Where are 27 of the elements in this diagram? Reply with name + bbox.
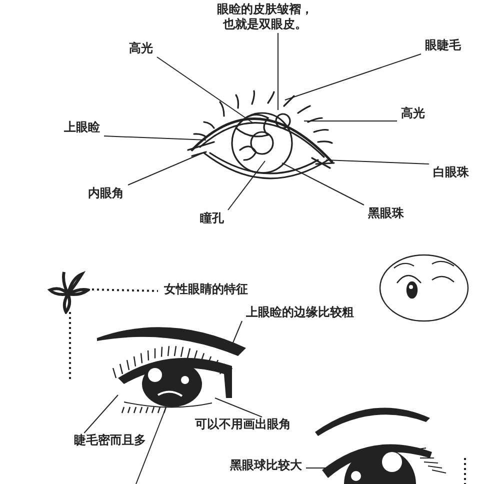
callout-label: 眼睑的皮肤皱褶，也就是双眼皮。 — [216, 2, 314, 32]
callout-label: 白眼珠 — [432, 165, 470, 180]
callout-label: 上眼睑的边缘比较粗 — [245, 305, 355, 320]
callout-label: 睫毛密而且多 — [73, 433, 147, 448]
callout-label: 瞳孔 — [199, 211, 225, 226]
callout-label: 女性眼睛的特征 — [163, 282, 249, 297]
callout-label: 眼睫毛 — [424, 38, 462, 53]
callout-label: 内眼角 — [87, 186, 125, 201]
leaf-icon — [46, 268, 90, 314]
leader-line — [304, 120, 398, 122]
leader-line — [104, 136, 206, 140]
callout-label: 高光 — [400, 106, 426, 121]
leader-line — [84, 394, 118, 434]
callout-label: 可以不用画出眼角 — [194, 417, 292, 432]
dotted-line — [92, 288, 158, 292]
leader-line — [326, 160, 430, 164]
leader-line — [282, 162, 364, 206]
leader-line — [128, 152, 206, 186]
leader-line — [228, 160, 266, 210]
leader-line — [214, 398, 262, 418]
leader-line — [232, 320, 242, 346]
callout-label: 黑眼球比较大 — [229, 458, 303, 473]
callout-label: 上眼睑 — [63, 120, 101, 135]
callout-label: 高光 — [128, 41, 154, 56]
callout-label: 黑眼珠 — [367, 206, 405, 221]
leader-line — [284, 54, 422, 100]
leader-line — [156, 56, 254, 124]
